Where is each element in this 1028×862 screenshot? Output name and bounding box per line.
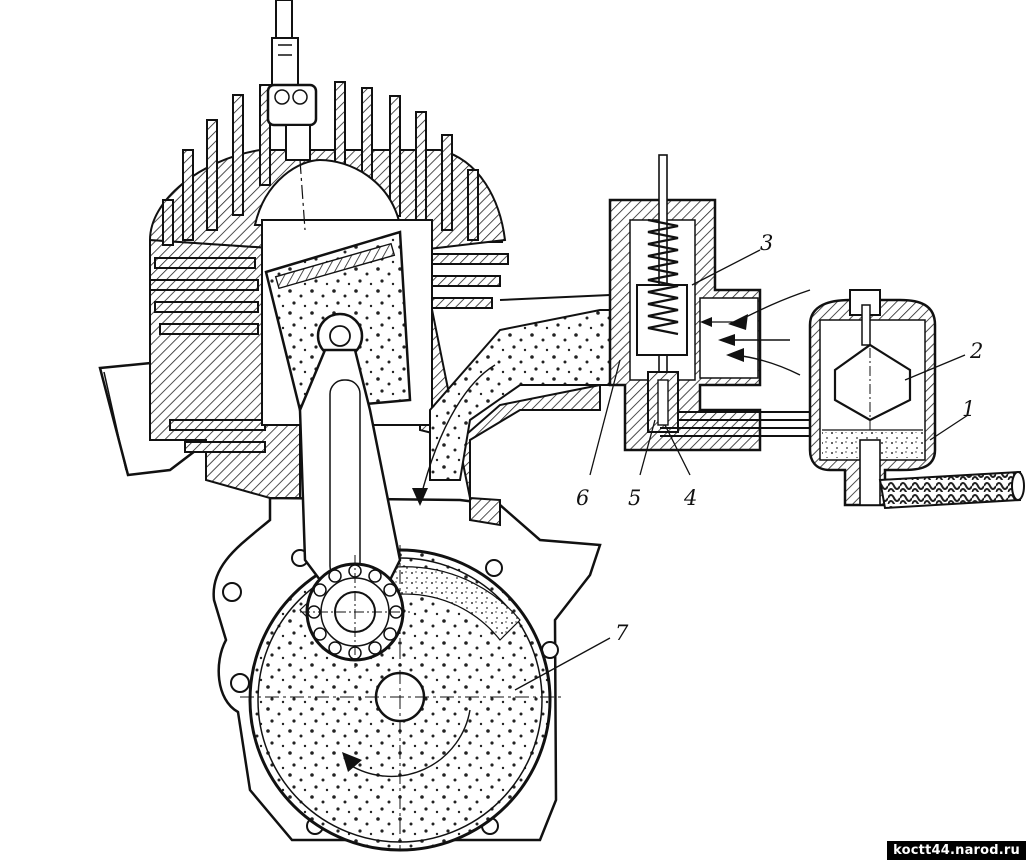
- carburettor: [608, 154, 831, 452]
- connecting-rod: [298, 348, 410, 668]
- watermark: koctt44.narod.ru: [887, 841, 1026, 860]
- crankcase: [212, 496, 602, 852]
- label-2: 2: [969, 339, 983, 363]
- label-5: 5: [628, 486, 641, 510]
- intake-channel: [412, 294, 621, 506]
- label-6: 6: [576, 486, 589, 510]
- spark-plug: [266, 0, 318, 231]
- piston: [264, 230, 412, 412]
- label-1: 1: [962, 397, 975, 421]
- float-chamber: [808, 289, 1025, 510]
- label-7: 7: [615, 621, 629, 645]
- label-4: 4: [683, 486, 697, 510]
- leader-lines: [514, 249, 969, 691]
- label-3: 3: [760, 231, 773, 255]
